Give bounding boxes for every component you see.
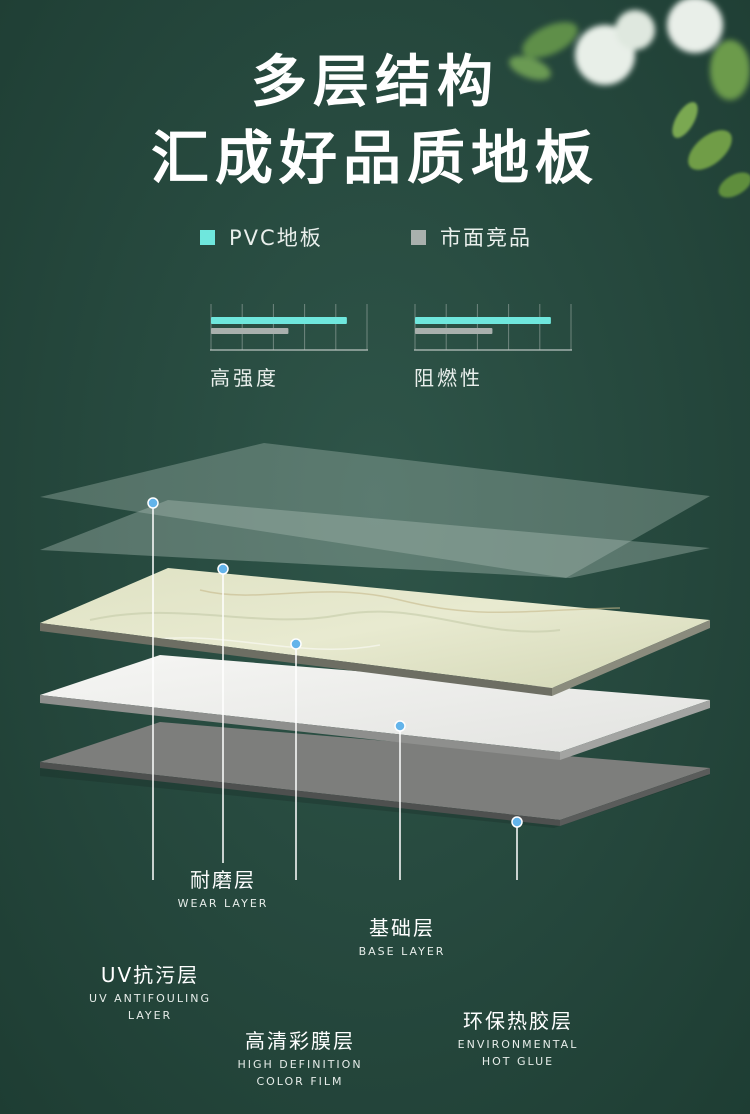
title-line-2: 汇成好品质地板 — [150, 124, 599, 192]
chart-bar-competitor — [415, 328, 493, 334]
color-film-caption-cn: 高清彩膜层 — [245, 1029, 355, 1053]
uv-dot — [147, 497, 159, 509]
legend-item-pvc: PVC地板 — [200, 222, 323, 252]
flame-chart-title: 阻燃性 — [414, 366, 483, 390]
legend-item-competitor: 市面竞品 — [411, 222, 532, 252]
uv-caption: UV抗污层 UV ANTIFOULING LAYER — [80, 962, 220, 1024]
uv-caption-en-1: UV ANTIFOULING — [89, 992, 211, 1005]
legend-label-pvc: PVC地板 — [229, 226, 323, 250]
uv-antifouling-layer — [40, 443, 710, 578]
legend-label-competitor: 市面竞品 — [440, 226, 532, 250]
base-layer — [40, 655, 710, 760]
legend-swatch-competitor — [411, 229, 426, 245]
hot-glue-layer — [40, 722, 710, 828]
glue-caption-cn: 环保热胶层 — [463, 1009, 573, 1033]
flame-chart: 阻燃性 — [414, 302, 574, 390]
base-caption-cn: 基础层 — [369, 916, 435, 940]
wear-caption-en: WEAR LAYER — [177, 897, 269, 910]
glue-caption-en-1: ENVIRONMENTAL — [457, 1038, 579, 1051]
strength-chart: 高强度 — [210, 302, 370, 390]
layer-stack-illustration — [40, 443, 710, 880]
wear-dot — [217, 563, 229, 575]
uv-caption-cn: UV抗污层 — [100, 963, 200, 987]
strength-chart-plot — [210, 304, 368, 351]
glue-dot — [511, 816, 523, 828]
uv-caption-en-2: LAYER — [127, 1009, 173, 1022]
base-caption-en: BASE LAYER — [358, 945, 446, 958]
flower-leaves-decoration — [509, 0, 750, 198]
chart-bar-competitor — [211, 328, 289, 334]
legend-swatch-pvc — [200, 229, 215, 245]
color-film-caption: 高清彩膜层 HIGH DEFINITION COLOR FILM — [228, 1028, 372, 1090]
chart-bar-pvc — [211, 317, 347, 324]
wear-caption-cn: 耐磨层 — [190, 868, 256, 892]
glue-caption: 环保热胶层 ENVIRONMENTAL HOT GLUE — [440, 1008, 596, 1070]
wear-layer — [40, 500, 710, 578]
title-line-1: 多层结构 — [251, 50, 499, 115]
strength-chart-title: 高强度 — [210, 366, 279, 390]
color-film-dot — [290, 638, 302, 650]
base-dot — [394, 720, 406, 732]
chart-bar-pvc — [415, 317, 551, 324]
glue-caption-en-2: HOT GLUE — [481, 1055, 555, 1068]
color-film-caption-en-2: COLOR FILM — [256, 1075, 344, 1088]
flame-chart-plot — [414, 304, 572, 351]
base-caption: 基础层 BASE LAYER — [350, 915, 454, 960]
color-film-caption-en-1: HIGH DEFINITION — [237, 1058, 363, 1071]
wear-caption: 耐磨层 WEAR LAYER — [173, 867, 273, 912]
legend: PVC地板 市面竞品 — [0, 222, 750, 250]
